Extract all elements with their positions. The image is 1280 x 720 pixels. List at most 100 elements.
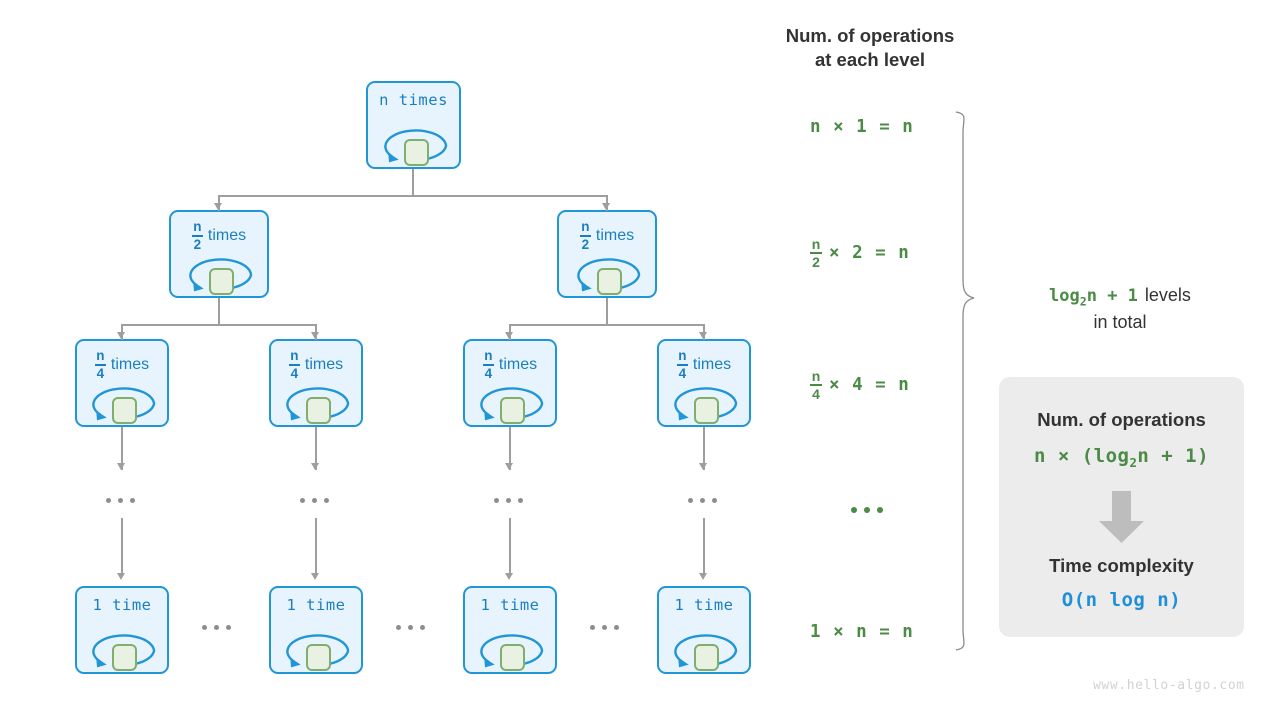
arrowhead-l3-2 xyxy=(505,332,514,339)
ellipsis-dot xyxy=(202,625,207,630)
ellipsis-between-leaves-0 xyxy=(202,625,231,630)
fraction-denominator: 4 xyxy=(678,365,687,381)
ellipsis-dot xyxy=(214,625,219,630)
ellipsis-dot xyxy=(877,507,883,513)
tree-node-label: n times xyxy=(368,91,459,109)
tree-node-label: 1 time xyxy=(77,596,167,614)
fraction-numerator: n xyxy=(96,348,105,363)
operation-box xyxy=(209,268,234,295)
ops-per-level-title: Num. of operations at each level xyxy=(785,25,955,71)
ellipsis-dot xyxy=(130,498,135,503)
fraction-denominator: 4 xyxy=(290,365,299,381)
fraction-numerator: n xyxy=(581,219,590,234)
fraction-denominator: 2 xyxy=(581,236,590,252)
edge-dots-down-3 xyxy=(703,518,705,573)
tree-node-label: n 2 times xyxy=(559,220,655,252)
times-label: times xyxy=(595,226,635,244)
self-loop-arrow xyxy=(92,634,156,668)
fraction-denominator: 4 xyxy=(484,365,493,381)
edge-l2-0-bus xyxy=(122,324,316,326)
count-label: 1 time xyxy=(674,596,734,614)
ellipsis-dot xyxy=(506,498,511,503)
ops-formula-text: 1 × n = n xyxy=(810,622,914,642)
arrowhead-dots-2 xyxy=(505,463,514,470)
fraction-bar xyxy=(579,234,591,237)
tree-node-l5-0: 1 time xyxy=(75,586,169,674)
self-loop-arrow xyxy=(480,634,544,668)
operation-box xyxy=(694,644,719,671)
ellipsis-dot xyxy=(712,498,717,503)
ops-formula-4: 1 × n = n xyxy=(810,617,950,647)
operation-box xyxy=(306,397,331,424)
ops-ellipsis xyxy=(851,507,883,513)
edge-l2-0-stem xyxy=(218,298,220,325)
ellipsis-dot xyxy=(420,625,425,630)
self-loop-arrow xyxy=(286,634,350,668)
self-loop-arrow xyxy=(92,387,156,421)
self-loop xyxy=(91,628,157,671)
ellipsis-dot xyxy=(226,625,231,630)
self-loop-arrow xyxy=(383,129,447,163)
ellipsis-between-leaves-1 xyxy=(396,625,425,630)
arrowhead-l3-3 xyxy=(699,332,708,339)
self-loop xyxy=(673,628,739,671)
times-label: times xyxy=(110,355,150,373)
tree-node-l5-3: 1 time xyxy=(657,586,751,674)
edge-root-stem xyxy=(412,169,414,196)
fraction-denominator: 4 xyxy=(96,365,105,381)
tree-node-label: 1 time xyxy=(271,596,361,614)
ellipsis-dot xyxy=(118,498,123,503)
arrowhead-l5-2 xyxy=(505,573,514,580)
tree-node-l5-2: 1 time xyxy=(463,586,557,674)
ops-formula-text: × 2 = n xyxy=(829,243,910,263)
fraction-denominator: 2 xyxy=(193,236,202,252)
count-label: 1 time xyxy=(286,596,346,614)
ops-formula-0: n × 1 = n xyxy=(810,112,950,142)
operation-box xyxy=(597,268,622,295)
fraction-bar xyxy=(191,234,203,237)
ellipsis-dot xyxy=(106,498,111,503)
self-loop xyxy=(188,252,254,295)
fraction-numerator: n xyxy=(484,348,493,363)
operation-box xyxy=(112,397,137,424)
operation-box xyxy=(112,644,137,671)
self-loop-arrow xyxy=(189,258,253,292)
fraction-bar xyxy=(288,363,300,366)
fraction-bar xyxy=(810,252,822,254)
tree-node-l5-1: 1 time xyxy=(269,586,363,674)
operation-box xyxy=(500,644,525,671)
fraction-denominator: 2 xyxy=(812,254,820,270)
times-label: times xyxy=(692,355,732,373)
edge-l3-down-1 xyxy=(315,427,317,470)
fraction-numerator: n xyxy=(811,367,821,384)
ellipsis-dot xyxy=(312,498,317,503)
fraction-numerator: n xyxy=(811,235,821,252)
ellipsis-dot xyxy=(590,625,595,630)
fraction-bar xyxy=(676,363,688,366)
down-arrow-icon xyxy=(999,489,1244,545)
ellipsis-dot xyxy=(614,625,619,630)
edge-l2-1-bus xyxy=(510,324,704,326)
levels-formula: log2n + 1 xyxy=(1049,286,1138,309)
